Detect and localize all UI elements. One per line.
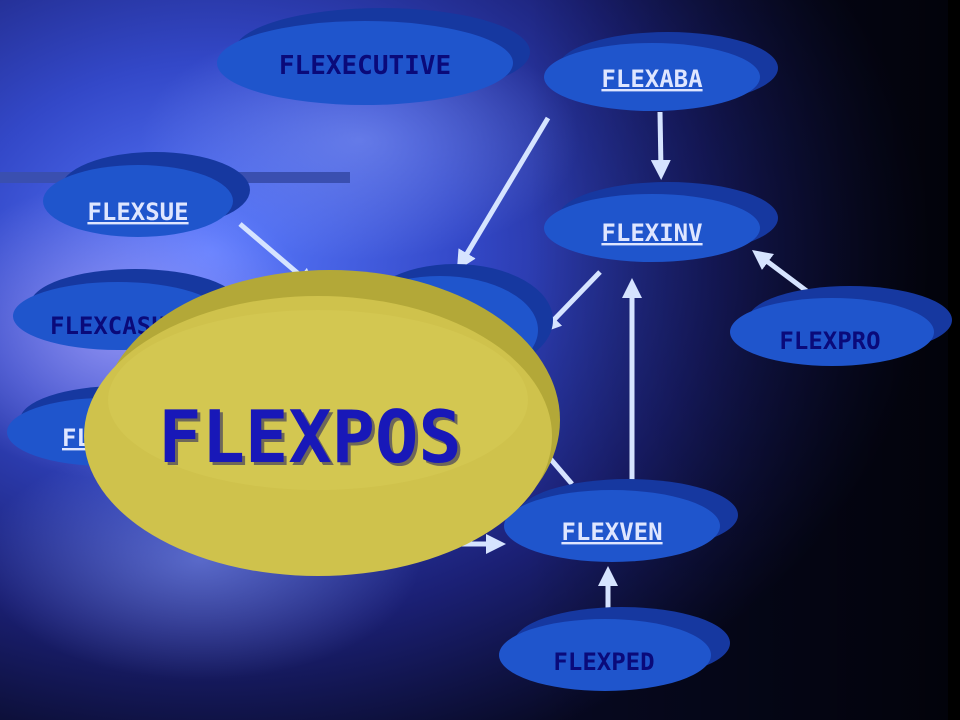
focus-label-shadow: FLEXPOS xyxy=(161,398,464,482)
node-link-label[interactable]: FLEXSUE xyxy=(87,198,188,226)
node-flexsue[interactable]: FLEXSUE xyxy=(43,152,250,237)
node-flexpro[interactable]: FLEXPRO xyxy=(730,286,952,366)
node-flexped[interactable]: FLEXPED xyxy=(499,607,730,691)
node-flexven[interactable]: FLEXVEN xyxy=(504,479,738,562)
node-flexecutive[interactable]: FLEXECUTIVE xyxy=(217,8,530,105)
right-edge xyxy=(948,0,960,720)
arrow-center-to-flexven-2 xyxy=(546,454,574,486)
node-label: FLEXPED xyxy=(553,648,654,676)
node-flexpos[interactable]: FLEXPOS FLEXPOS xyxy=(84,270,560,576)
arrow-flexpro-to-flexinv xyxy=(752,250,810,294)
node-flexinv[interactable]: FLEXINV xyxy=(544,182,778,262)
arrows xyxy=(238,111,810,612)
node-label: FLEXECUTIVE xyxy=(279,51,451,81)
arrow-flexinv-to-center xyxy=(541,270,602,334)
arrow-flexecutive-to-center xyxy=(456,116,551,271)
node-link-label[interactable]: FLEXVEN xyxy=(561,518,662,546)
node-flexaba[interactable]: FLEXABA xyxy=(544,32,778,111)
node-label: FLEXPRO xyxy=(779,327,880,355)
arrow-flexaba-to-flexinv xyxy=(650,111,671,180)
node-link-label[interactable]: FLEXABA xyxy=(601,65,703,93)
focus-label: FLEXPOS xyxy=(158,395,461,479)
node-link-label[interactable]: FLEXINV xyxy=(601,219,702,247)
